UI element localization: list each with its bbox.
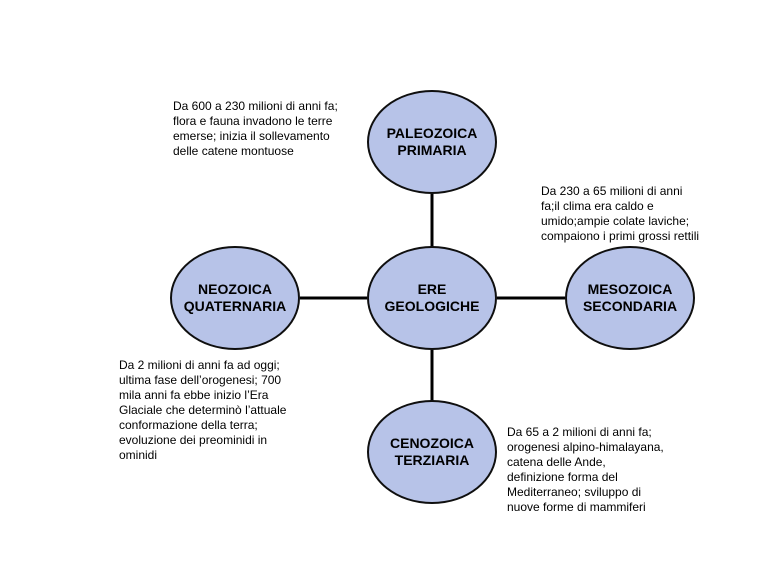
node-center-line2: GEOLOGICHE <box>384 298 480 314</box>
note-cenozoica: Da 65 a 2 milioni di anni fa; orogenesi … <box>507 425 664 514</box>
node-cenozoica: CENOZOICA TERZIARIA <box>367 400 497 504</box>
node-ere-geologiche: ERE GEOLOGICHE <box>367 246 497 350</box>
node-paleozoica-line2: PRIMARIA <box>397 142 467 158</box>
note-mesozoica: Da 230 a 65 milioni di anni fa;il clima … <box>541 184 700 243</box>
node-mesozoica-line2: SECONDARIA <box>582 298 678 314</box>
node-paleozoica: PALEOZOICA PRIMARIA <box>367 90 497 194</box>
node-center-line1: ERE <box>417 281 447 297</box>
note-neozoica: Da 2 milioni di anni fa ad oggi; ultima … <box>119 358 287 462</box>
node-neozoica: NEOZOICA QUATERNARIA <box>170 246 300 350</box>
node-cenozoica-line1: CENOZOICA <box>390 435 474 451</box>
node-mesozoica-line1: MESOZOICA <box>587 281 673 297</box>
note-paleozoica: Da 600 a 230 milioni di anni fa; flora e… <box>173 99 338 158</box>
node-paleozoica-line1: PALEOZOICA <box>386 125 478 141</box>
node-mesozoica: MESOZOICA SECONDARIA <box>565 246 695 350</box>
node-neozoica-line1: NEOZOICA <box>198 281 272 297</box>
node-neozoica-line2: QUATERNARIA <box>183 298 287 314</box>
node-cenozoica-line2: TERZIARIA <box>394 452 470 468</box>
